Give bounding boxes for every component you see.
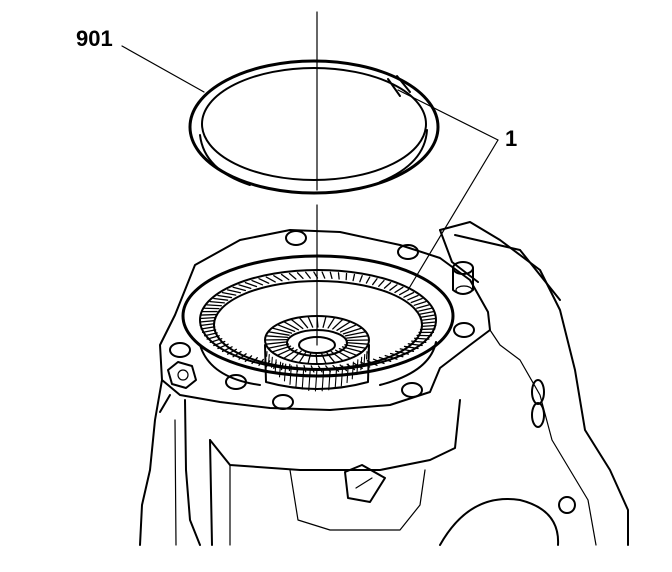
snap-ring-part [188, 59, 440, 195]
annulus-gear [181, 254, 455, 386]
dowel-pin [452, 261, 474, 295]
callout-1-label: 1 [505, 126, 517, 151]
side-bolt [159, 361, 197, 413]
housing-slots [531, 379, 545, 428]
sun-gear [264, 315, 370, 392]
callout-901-label: 901 [76, 26, 113, 51]
callout-901-leader [121, 45, 205, 93]
callout-1-leaders [397, 89, 499, 291]
transfer-case-housing [139, 221, 629, 546]
